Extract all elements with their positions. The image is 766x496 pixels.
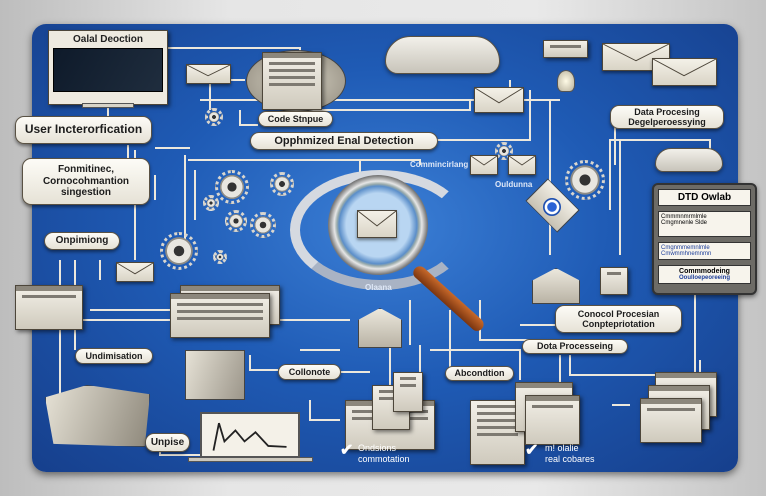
code-snippet-window	[262, 52, 322, 110]
gear-icon	[205, 108, 223, 126]
panel-item-text: Commmodeing	[679, 268, 730, 275]
checkmark-icon: ✔	[525, 442, 539, 459]
panel-title: DTD Owlab	[658, 189, 751, 206]
monitor-screen	[53, 48, 163, 92]
label-unpise: Unpise	[145, 433, 190, 452]
olaana-label: Olaana	[365, 283, 392, 292]
gear-icon	[203, 195, 219, 211]
envelope-icon	[470, 155, 498, 175]
control-processing-line-2: Conptepriotation	[582, 319, 655, 329]
eye-icon	[543, 198, 561, 216]
caption-line: m! olalie	[545, 443, 579, 453]
document-icon	[393, 372, 423, 412]
formatting-line-2: Cornocohmantion	[42, 175, 130, 187]
gear-icon	[270, 172, 294, 196]
monitor-stand	[82, 103, 134, 108]
gear-icon	[215, 170, 249, 204]
app-window	[640, 398, 702, 443]
label-control-processing: Conocol Procesian Conptepriotation	[555, 305, 682, 333]
data-processing-line-2: Degelperoessying	[628, 117, 706, 127]
cloud-network-icon	[385, 36, 500, 74]
wave-chart-icon	[212, 422, 287, 451]
app-window	[170, 293, 270, 338]
envelope-icon	[652, 58, 717, 86]
envelope-icon	[508, 155, 536, 175]
panel-item-text: Cmmmnmrmlmle	[661, 214, 707, 220]
label-data-processing-small: Dota Processeing	[522, 339, 628, 354]
label-optimized-email-detection: Opphmized Enal Detection	[250, 132, 438, 150]
lightbulb-icon	[557, 70, 575, 92]
label-formatting: Fonmitinec, Cornocohmantion singestion	[22, 158, 150, 205]
cloud-icon	[655, 148, 723, 172]
outline-label: Ouldunna	[495, 180, 533, 189]
label-data-processing: Data Procesing Degelperoessying	[610, 105, 724, 129]
envelope-icon	[474, 87, 524, 113]
label-undimisation: Undimisation	[75, 348, 153, 364]
label-user-interaction: User Incterorfication	[15, 116, 152, 144]
control-processing-line-1: Conocol Procesian	[577, 308, 660, 319]
laptop-base	[188, 457, 313, 462]
caption-line: real cobares	[545, 453, 595, 464]
gear-icon	[225, 210, 247, 232]
label-abcondtion: Abcondtion	[445, 366, 514, 381]
mailbox-box-icon	[45, 385, 150, 447]
open-box-icon	[185, 350, 245, 400]
envelope-icon	[186, 64, 231, 84]
label-optimizing: Onpimiong	[44, 232, 120, 250]
gear-icon	[250, 212, 276, 238]
checkmark-icon: ✔	[340, 442, 354, 459]
envelope-icon	[357, 210, 397, 238]
lens-label: Commincirlang	[410, 160, 469, 169]
app-window	[525, 395, 580, 445]
chart-laptop	[200, 412, 300, 458]
label-collonote: Collonote	[278, 364, 341, 380]
formatting-line-1: Fonmitinec,	[57, 164, 115, 176]
formatting-line-3: singestion	[60, 187, 111, 199]
envelope-icon	[116, 262, 154, 282]
caption-line: commotation	[358, 453, 410, 464]
message-window	[543, 40, 588, 58]
mail-window	[15, 285, 83, 330]
label-code-snippets: Code Stnpue	[258, 111, 333, 127]
gear-icon	[160, 232, 198, 270]
panel-item-text: Cmgmnenle Slde	[661, 220, 708, 226]
monitor-title: Oalal Deoction	[72, 34, 143, 45]
document-icon	[600, 267, 628, 295]
panel-item[interactable]: Cmgnmmemnlmle Cmwmmhnemnmn	[658, 242, 751, 260]
gear-icon	[565, 160, 605, 200]
code-monitor: Oalal Deoction	[48, 30, 168, 105]
panel-item-text: Ooulloepeoreeing	[678, 275, 730, 281]
data-processing-line-1: Data Procesing	[634, 106, 700, 117]
caption-line: Ondsions	[358, 443, 397, 453]
gear-icon	[213, 250, 227, 264]
